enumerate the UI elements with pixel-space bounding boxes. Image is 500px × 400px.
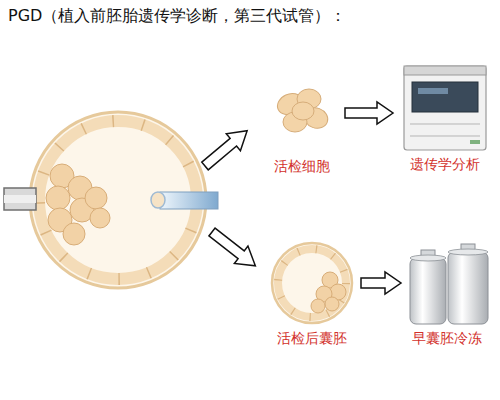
image-caption: 活检后囊胚: [277, 329, 347, 347]
image-caption: 遗传学分析: [410, 155, 480, 173]
image-caption: 早囊胚冷冻: [412, 329, 482, 347]
image-node: 早囊胚冷冻: [404, 238, 490, 349]
hollow-arrow-connector: [361, 272, 401, 294]
image-caption: 活检细胞: [274, 157, 330, 175]
image-node: 遗传学分析: [396, 60, 494, 175]
image-node: 活检后囊胚: [266, 238, 358, 349]
cryo-tanks: [410, 244, 488, 324]
blastocyst: [272, 243, 352, 323]
hollow-arrow-connector: [345, 102, 393, 124]
diagram-title: PGD（植入前胚胎遗传学诊断，第三代试管）：: [8, 6, 346, 27]
biopsy-cells: [274, 89, 331, 132]
hollow-arrow: [198, 122, 254, 174]
sequencer: [404, 66, 486, 150]
holding-pipette: [4, 188, 36, 210]
biopsy-pipette: [151, 192, 218, 209]
image-node: 活检细胞: [262, 72, 342, 177]
hollow-arrow: [205, 223, 262, 274]
